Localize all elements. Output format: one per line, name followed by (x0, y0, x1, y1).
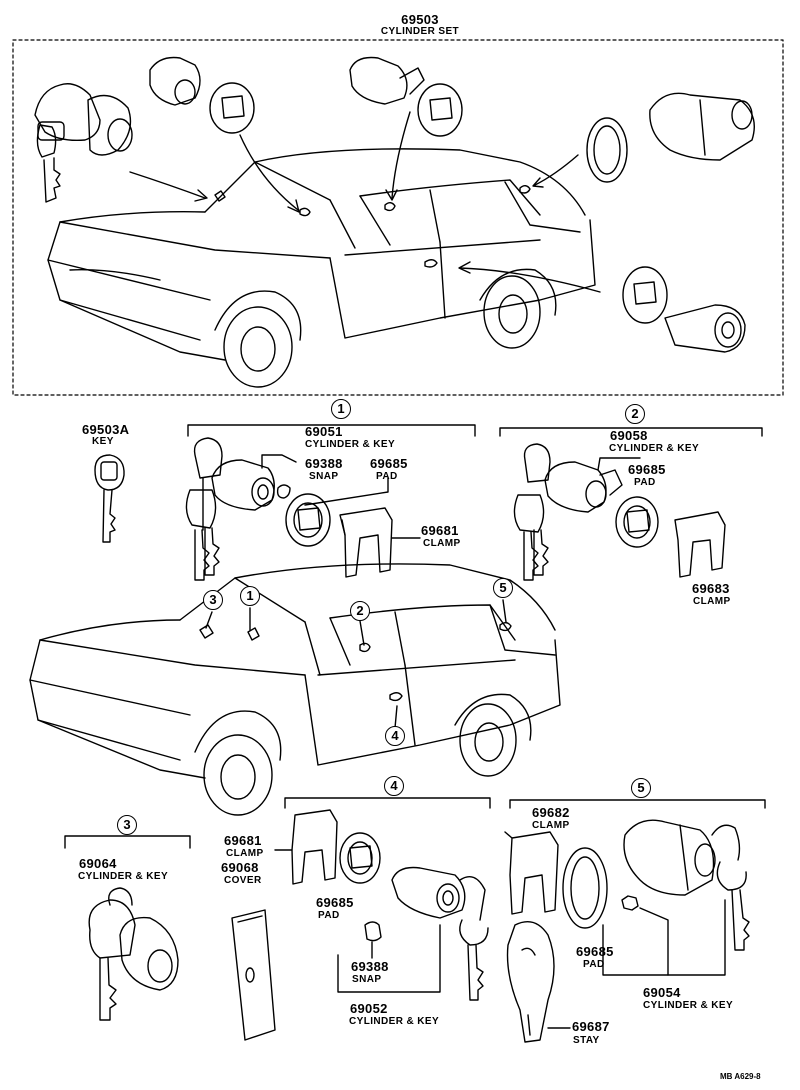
header-description: CYLINDER SET (380, 26, 460, 37)
cylinder-set-frame (12, 39, 784, 396)
callout-4-car: 4 (385, 726, 405, 746)
g2-pad-description: PAD (634, 477, 656, 488)
g1-cylinder-description: CYLINDER & KEY (305, 439, 396, 450)
g1-pad-description: PAD (376, 471, 398, 482)
g2-cylinder-description: CYLINDER & KEY (609, 443, 700, 454)
header-part-number: 69503 (401, 12, 439, 27)
group5-pad-bracket (602, 899, 726, 976)
group4-clamp (291, 809, 338, 885)
group2-keys (513, 443, 551, 581)
g1-cylinder-part-number: 69051 (305, 424, 343, 439)
pointer-arrows-top (129, 111, 601, 293)
g2-pad-part-number: 69685 (628, 462, 666, 477)
g4-pad-part-number: 69685 (316, 895, 354, 910)
group1-pad (285, 493, 331, 547)
group3-cylinder-and-key (88, 887, 179, 1021)
group3-bracket (64, 835, 191, 849)
callout-4-group: 4 (384, 776, 404, 796)
group4-bracket (284, 797, 491, 809)
g2-clamp-description: CLAMP (693, 596, 731, 607)
g4-snap-part-number: 69388 (351, 959, 389, 974)
key-part-number: 69503A (82, 422, 130, 437)
callout-1-car: 1 (240, 586, 260, 606)
group2-cylinder (544, 457, 641, 513)
g3-cylinder-part-number: 69064 (79, 856, 117, 871)
group1-pad-leader (304, 477, 389, 506)
car-illustration-top (47, 148, 596, 388)
g2-cylinder-part-number: 69058 (610, 428, 648, 443)
g5-clamp-description: CLAMP (532, 820, 570, 831)
g1-clamp-part-number: 69681 (421, 523, 459, 538)
callout-5-car: 5 (493, 578, 513, 598)
g4-cover-part-number: 69068 (221, 860, 259, 875)
callout-5-group: 5 (631, 778, 651, 798)
g4-clamp-description: CLAMP (226, 848, 264, 859)
group1-clamp (339, 507, 393, 578)
top-key-and-cylinder (34, 83, 133, 203)
top-cylinder-pad-2 (349, 56, 463, 137)
group5-cylinder (623, 819, 750, 951)
g1-pad-part-number: 69685 (370, 456, 408, 471)
key-69503a (94, 454, 125, 543)
diagram-code: MB A629-8 (720, 1072, 761, 1081)
top-cylinder-pad-1 (149, 56, 255, 134)
g4-snap-description: SNAP (352, 974, 382, 985)
g1-snap-description: SNAP (309, 471, 339, 482)
g5-cylinder-description: CYLINDER & KEY (643, 1000, 734, 1011)
group4-cylinder (391, 866, 489, 1001)
g5-cylinder-part-number: 69054 (643, 985, 681, 1000)
group4-bottom-bracket (337, 924, 441, 993)
g5-clamp-part-number: 69682 (532, 805, 570, 820)
group2-clamp (674, 511, 726, 578)
g5-pad-description: PAD (583, 959, 605, 970)
group1-cylinder (211, 454, 297, 511)
group1-snap (276, 484, 291, 499)
group5-pad (562, 847, 608, 929)
group5-stay (506, 921, 555, 1043)
group5-nut-leader (639, 907, 669, 976)
g5-pad-part-number: 69685 (576, 944, 614, 959)
callout-3-group: 3 (117, 815, 137, 835)
g4-cylinder-part-number: 69052 (350, 1001, 388, 1016)
callout-2-car: 2 (350, 601, 370, 621)
g1-snap-part-number: 69388 (305, 456, 343, 471)
g4-clamp-part-number: 69681 (224, 833, 262, 848)
group2-bracket (499, 427, 763, 437)
top-cylinder-pad-4 (622, 266, 746, 353)
g4-cylinder-description: CYLINDER & KEY (349, 1016, 440, 1027)
g4-cover-description: COVER (224, 875, 262, 886)
callout-3-car: 3 (203, 590, 223, 610)
g4-pad-description: PAD (318, 910, 340, 921)
callout-2-top: 2 (625, 404, 645, 424)
g2-clamp-part-number: 69683 (692, 581, 730, 596)
group5-nut (621, 895, 639, 911)
group5-bracket (509, 799, 766, 809)
group4-snap (364, 921, 382, 942)
group2-pad (615, 496, 659, 548)
car-illustration-middle (29, 563, 561, 816)
group5-clamp (504, 831, 559, 915)
group4-pad (339, 832, 381, 884)
g3-cylinder-description: CYLINDER & KEY (78, 871, 169, 882)
g5-stay-part-number: 69687 (572, 1019, 610, 1034)
group1-keys (185, 437, 223, 581)
group4-cover (231, 909, 276, 1041)
callout-1-top: 1 (331, 399, 351, 419)
top-cylinder-pad-5 (586, 92, 755, 183)
g1-clamp-description: CLAMP (423, 538, 461, 549)
key-description: KEY (92, 436, 114, 447)
group1-bracket (187, 424, 476, 437)
g5-stay-description: STAY (573, 1035, 600, 1046)
